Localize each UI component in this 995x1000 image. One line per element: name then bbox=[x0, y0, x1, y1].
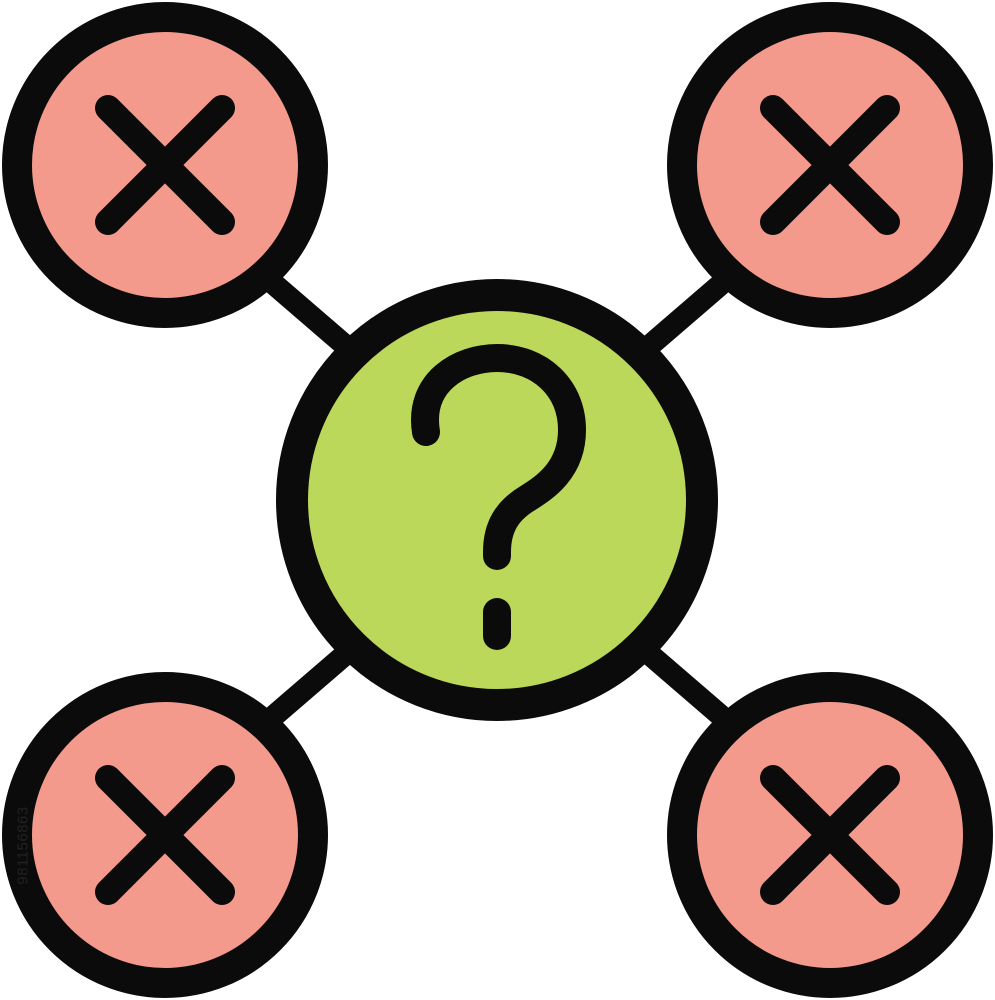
node-bottom-right bbox=[667, 672, 993, 998]
stock-id-text: 981156863 bbox=[14, 805, 32, 885]
node-bottom-left bbox=[2, 672, 328, 998]
question-mark-icon bbox=[411, 344, 586, 650]
x-mark-icon bbox=[760, 95, 900, 235]
node-top-left bbox=[2, 2, 328, 328]
x-mark-icon bbox=[95, 765, 235, 905]
x-mark-icon bbox=[95, 95, 235, 235]
node-center bbox=[276, 279, 718, 721]
x-mark-icon bbox=[760, 765, 900, 905]
node-top-right bbox=[667, 2, 993, 328]
stock-id-label: 981156863 bbox=[14, 765, 32, 925]
